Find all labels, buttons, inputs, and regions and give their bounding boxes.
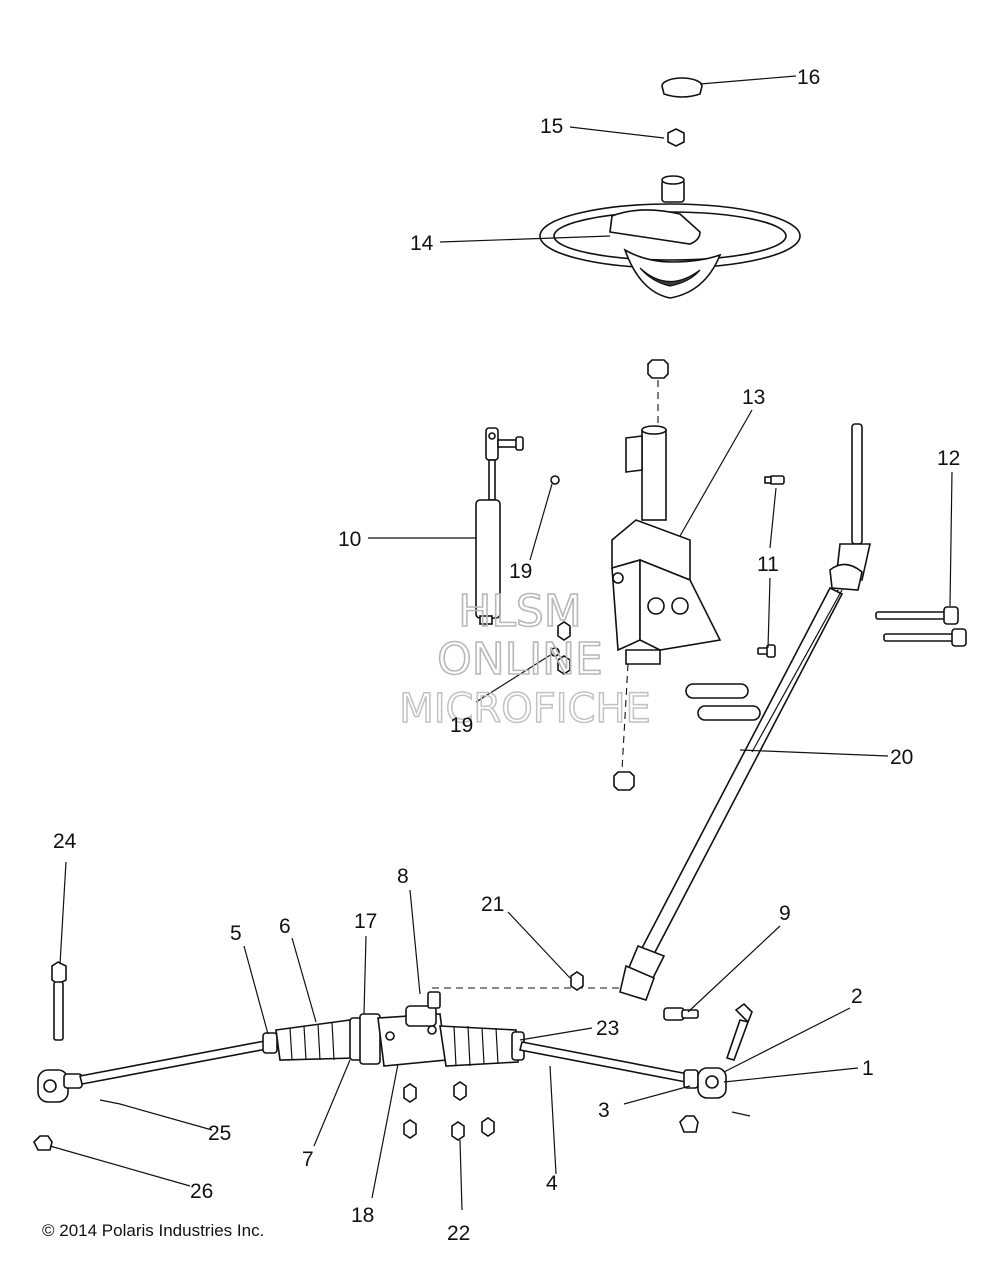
pinion-nut	[570, 971, 584, 991]
callout-12: 12	[937, 447, 960, 470]
steering-gear-housing	[377, 991, 447, 1067]
callout-17: 17	[354, 910, 377, 933]
tie-rod-castle-nut-right	[679, 1115, 699, 1133]
watermark-line-1: HLSM	[458, 586, 582, 637]
callout-2: 2	[851, 985, 863, 1008]
watermark-line-2: ONLINE	[437, 634, 603, 685]
callout-1: 1	[862, 1057, 874, 1080]
lower-bushing	[613, 771, 635, 791]
callout-6: 6	[279, 915, 291, 938]
bracket-bolt-upper	[764, 475, 785, 485]
callout-15: 15	[540, 115, 563, 138]
spacer-sleeve-upper	[685, 683, 749, 699]
callout-19-upper: 19	[509, 560, 532, 583]
right-tie-rod	[519, 1041, 689, 1083]
right-jam-nut	[683, 1069, 699, 1089]
steering-wheel-cap	[661, 77, 703, 98]
long-bolt-lower	[883, 628, 967, 647]
steering-wheel	[539, 203, 801, 299]
steering-wheel-nut	[667, 128, 685, 147]
callout-16: 16	[797, 66, 820, 89]
callout-22: 22	[447, 1222, 470, 1245]
left-jam-nut	[262, 1032, 278, 1054]
tie-rod-bolt-left	[51, 961, 67, 1041]
bracket-bolt-lower	[757, 644, 776, 658]
strut-nut-upper	[550, 475, 560, 485]
tie-rod-bolt-right	[725, 1002, 753, 1061]
steering-column-bracket	[611, 425, 722, 665]
callout-9: 9	[779, 902, 791, 925]
copyright-notice: © 2014 Polaris Industries Inc.	[42, 1221, 264, 1240]
callout-4: 4	[546, 1172, 558, 1195]
left-tie-rod	[79, 1039, 273, 1085]
leader-lines	[49, 75, 953, 1211]
callout-25: 25	[208, 1122, 231, 1145]
callout-3: 3	[598, 1099, 610, 1122]
callout-23: 23	[596, 1017, 619, 1040]
left-tie-rod-end	[37, 1069, 83, 1103]
right-rack-boot	[439, 1025, 519, 1067]
callout-20: 20	[890, 746, 913, 769]
callout-24: 24	[53, 830, 77, 853]
callout-21: 21	[481, 893, 504, 916]
tilt-gas-strut	[475, 427, 524, 625]
callout-7: 7	[302, 1148, 314, 1171]
strut-nut-lower	[550, 621, 571, 675]
callout-19-lower: 19	[450, 714, 473, 737]
left-rack-boot	[275, 1019, 355, 1061]
long-bolt-upper	[875, 606, 959, 625]
tie-rod-castle-nut-left	[33, 1135, 53, 1151]
callout-18: 18	[351, 1204, 374, 1227]
rack-mount-bushing	[359, 1013, 381, 1065]
right-tie-rod-end	[697, 1067, 727, 1099]
spacer-sleeve-lower	[697, 705, 761, 721]
callout-8: 8	[397, 865, 409, 888]
steering-wheel-hub	[661, 175, 685, 203]
callout-labels: 16 15 14 13 12 11 10 19 19 20 24 8 21 9 …	[53, 66, 960, 1245]
callout-26: 26	[190, 1180, 213, 1203]
watermark-line-3: MICROFICHE	[399, 686, 651, 732]
callout-11: 11	[757, 553, 779, 576]
cotter-pins	[99, 1099, 751, 1117]
callout-10: 10	[338, 528, 361, 551]
column-clamp-bolt	[663, 1007, 699, 1021]
upper-bushing	[647, 359, 669, 379]
rack-mount-nuts	[403, 1081, 495, 1141]
callout-13: 13	[742, 386, 765, 409]
watermark: HLSM ONLINE MICROFICHE	[398, 585, 651, 733]
callout-14: 14	[410, 232, 434, 255]
callout-5: 5	[230, 922, 242, 945]
